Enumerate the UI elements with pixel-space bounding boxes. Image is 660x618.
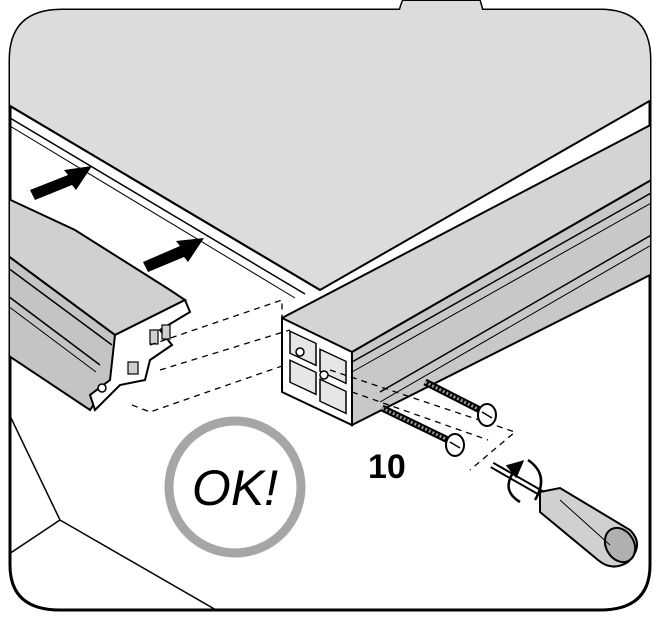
end-cap-groove	[10, 261, 113, 346]
alignment-guides	[131, 299, 517, 471]
ok-badge-text: OK!	[192, 460, 278, 516]
end-cap-hole	[97, 383, 107, 393]
end-cap-slot	[161, 324, 171, 340]
end-cap-slot	[149, 329, 159, 345]
floor-line	[59, 519, 231, 610]
profile-groove	[351, 187, 650, 363]
floor-line	[10, 394, 61, 521]
profile-chamber	[319, 378, 347, 415]
screw-hole	[295, 347, 305, 357]
panel-edge-line	[10, 111, 306, 295]
end-cap-face	[88, 298, 192, 412]
rotate-icon	[505, 458, 543, 504]
profile-chamber	[319, 348, 347, 385]
profile-chamber	[289, 330, 317, 367]
profile-chamber	[289, 359, 317, 396]
panel-sheet	[10, 0, 650, 292]
end-cap-groove	[10, 299, 97, 373]
step-number: 10	[368, 448, 406, 486]
screw-icon	[380, 404, 465, 457]
screw-icon	[423, 378, 497, 427]
floor-line	[10, 519, 61, 561]
arrow-right-up-icon	[143, 238, 204, 272]
profile-groove	[379, 229, 650, 393]
panel-edge-line	[10, 119, 296, 299]
ok-badge-ring	[164, 416, 306, 558]
screwdriver-icon	[490, 461, 638, 568]
profile-groove	[379, 239, 650, 403]
end-cap-slot	[127, 361, 139, 375]
profile-groove	[351, 197, 650, 373]
panel-edge-line	[10, 99, 321, 291]
screw-hole	[319, 370, 329, 380]
end-cap-groove	[10, 289, 101, 366]
arrow-right-up-icon	[30, 166, 92, 200]
